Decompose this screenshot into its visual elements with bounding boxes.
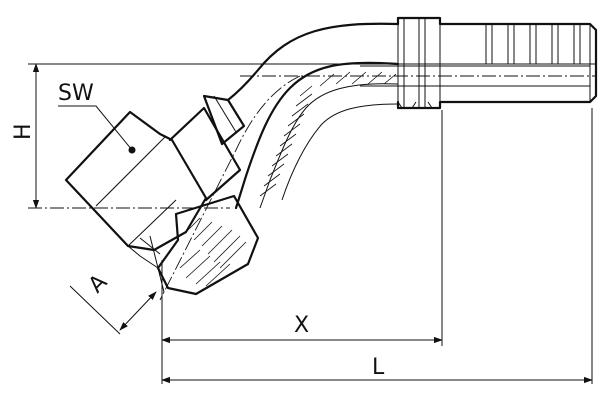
elbow-bend xyxy=(226,22,400,210)
hose-tail xyxy=(360,16,598,110)
extension-lines xyxy=(28,63,596,384)
label-x: X xyxy=(294,313,309,338)
label-a: A xyxy=(84,270,112,298)
nut-section-hatch xyxy=(179,217,247,287)
swivel-nut xyxy=(58,94,246,252)
label-h: H xyxy=(11,123,36,140)
label-l: L xyxy=(372,355,385,380)
label-sw: SW xyxy=(58,81,94,106)
dimension-a xyxy=(119,291,157,331)
center-lines xyxy=(28,75,596,301)
nut-section xyxy=(127,194,260,296)
bend-section-hatch xyxy=(259,71,397,197)
hose-barbs xyxy=(485,24,591,102)
